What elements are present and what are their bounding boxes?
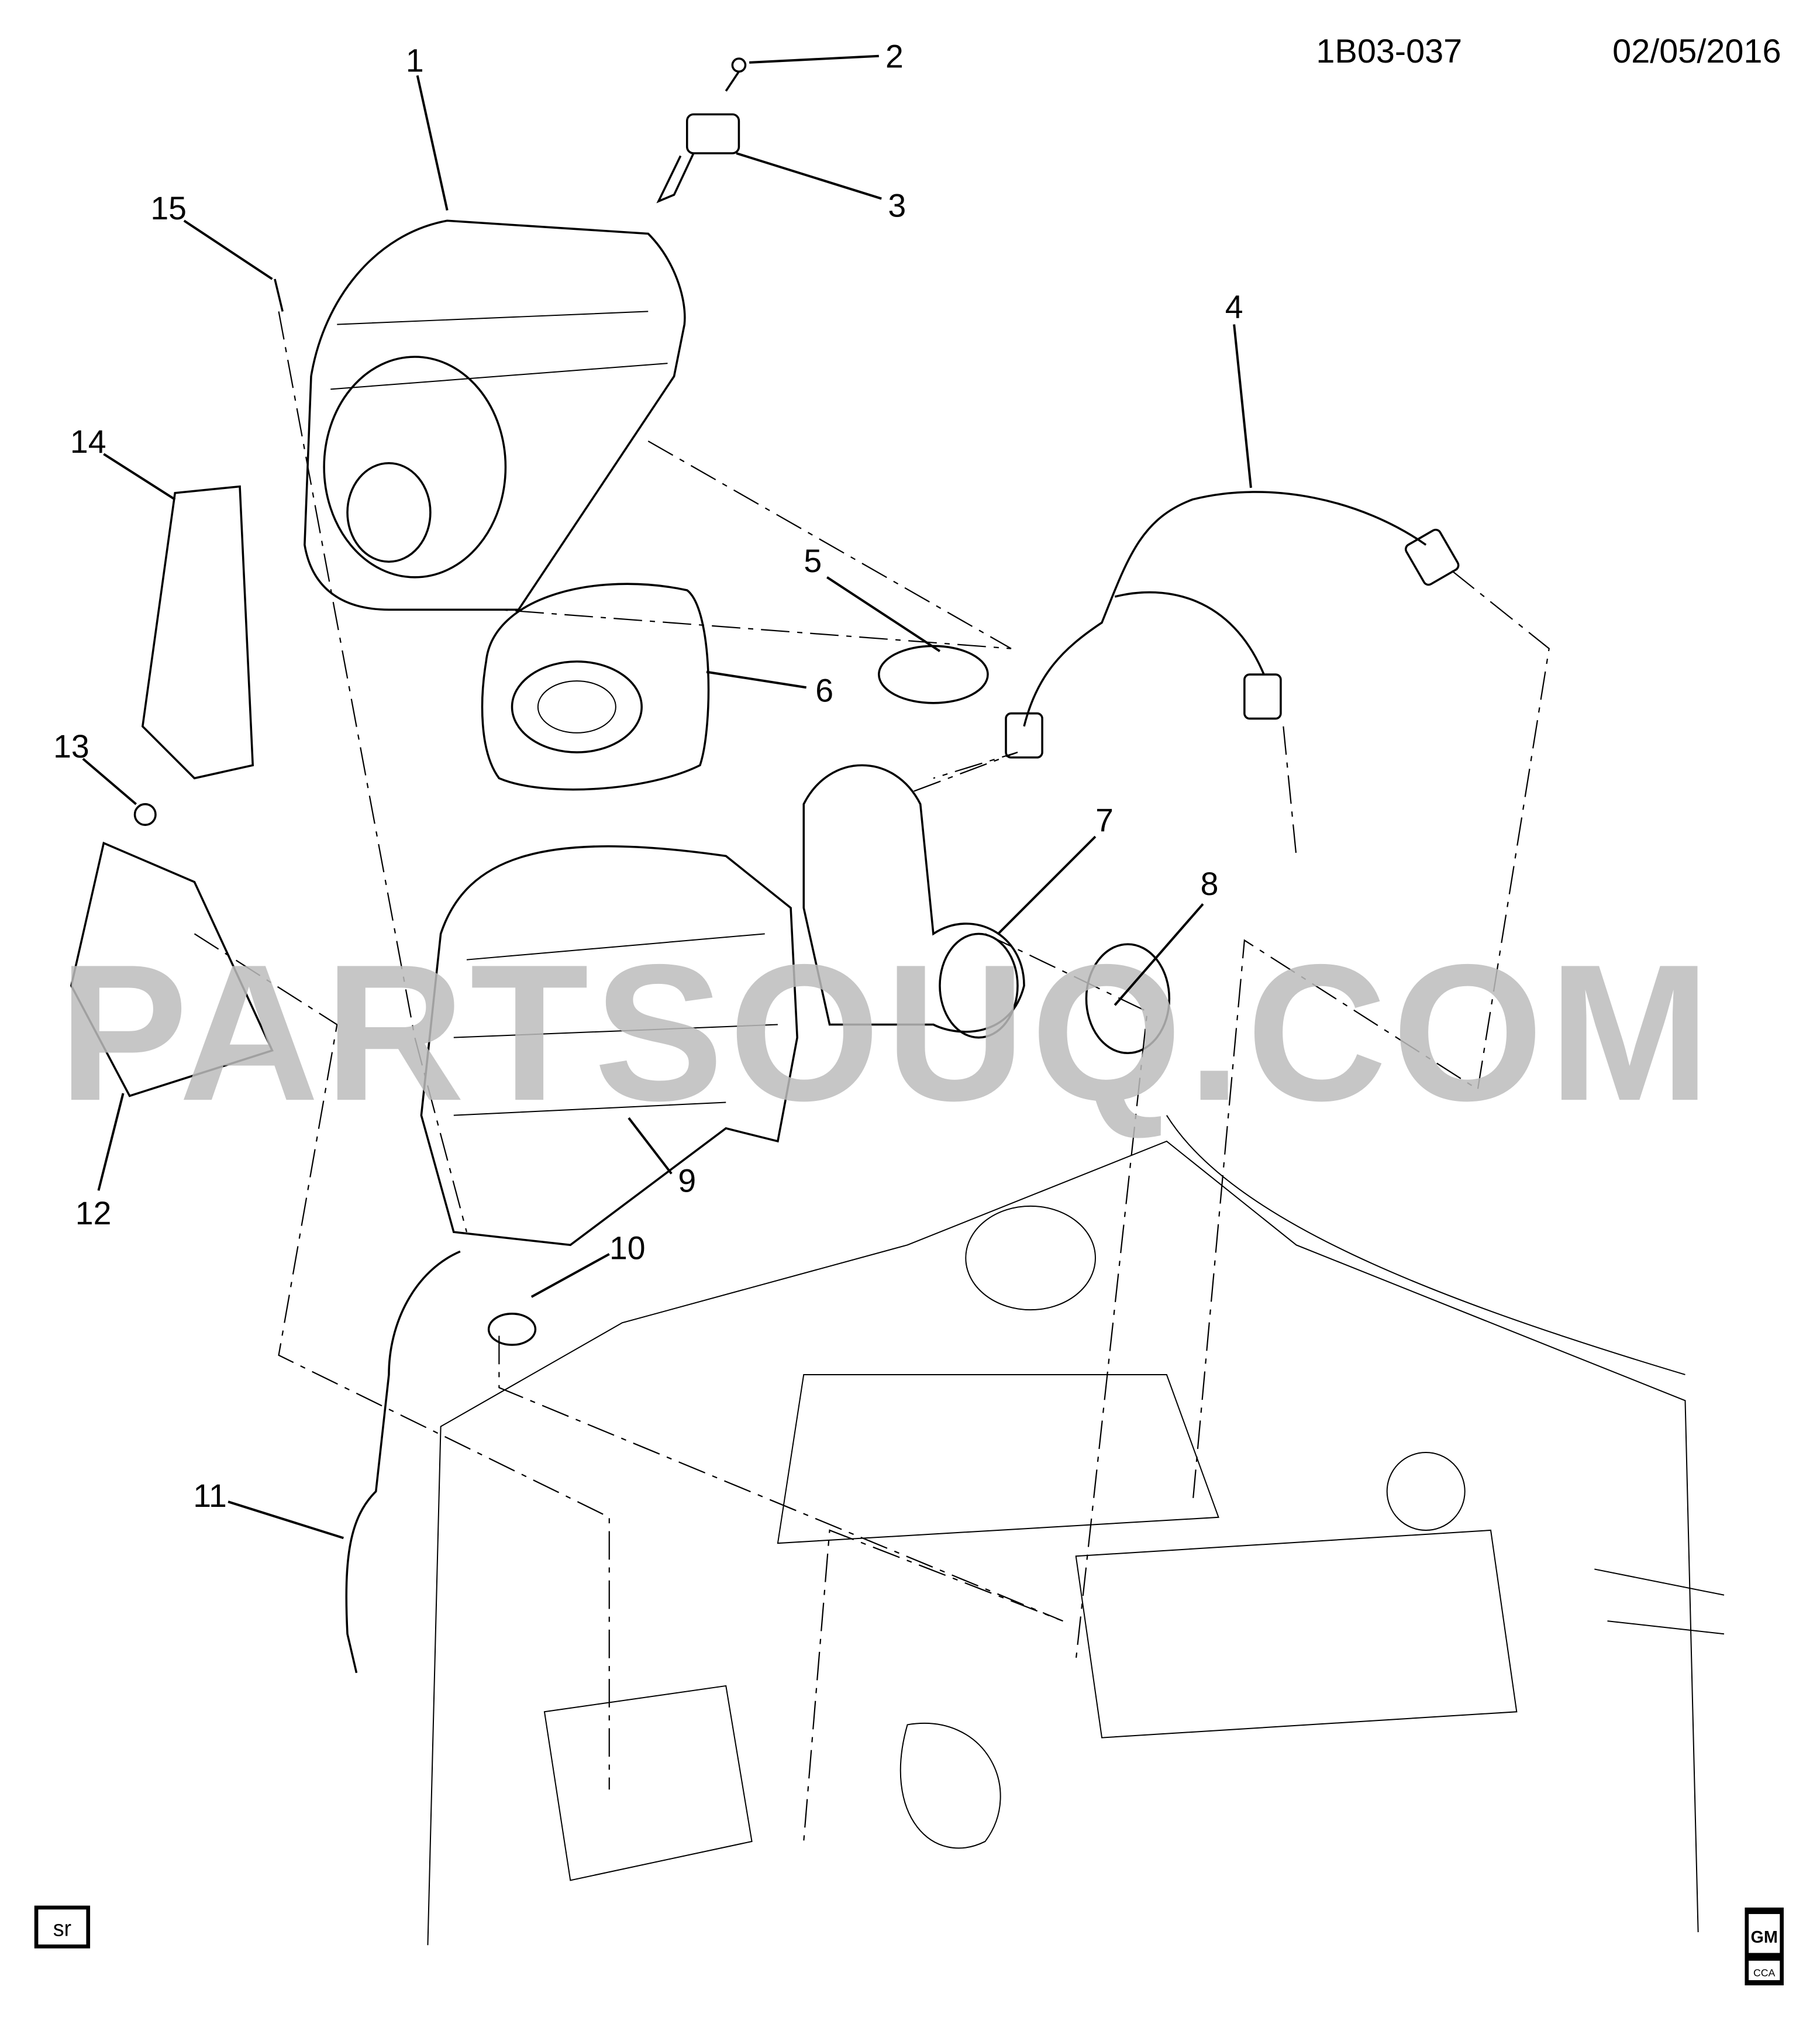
gm-logo-bottom: CCA	[1753, 1967, 1776, 1978]
part-12-duct[interactable]	[70, 841, 274, 1097]
gm-logo: GM CCA	[1745, 1907, 1784, 1985]
part-6-air-filter[interactable]	[481, 583, 710, 791]
callout-11[interactable]: 11	[193, 1478, 227, 1514]
callout-8[interactable]: 8	[1201, 866, 1219, 902]
callouts: 1 2 3 4 5 6 7 8 9 10 11 12 13 14 15	[53, 39, 1243, 1514]
callout-2[interactable]: 2	[885, 39, 904, 75]
callout-7[interactable]: 7	[1095, 802, 1114, 838]
watermark: PARTSOUQ.COM	[58, 924, 1716, 1141]
diagram-date: 02/05/2016	[1612, 33, 1781, 70]
callout-1[interactable]: 1	[406, 42, 424, 78]
phantom-lines	[194, 311, 1550, 1842]
sr-badge: sr	[34, 1905, 91, 1949]
part-5-clamp[interactable]	[878, 645, 989, 704]
part-10-grommet[interactable]	[487, 1313, 537, 1346]
callout-3[interactable]: 3	[888, 188, 906, 224]
callout-4[interactable]: 4	[1225, 289, 1243, 325]
sr-badge-label: sr	[53, 1916, 71, 1941]
part-4-wiring-harness[interactable]	[1005, 491, 1460, 759]
part-3-sensor[interactable]	[656, 113, 740, 204]
engine-bay	[427, 1115, 1725, 1946]
part-11-drain-hose[interactable]	[345, 1250, 461, 1674]
callout-15[interactable]: 15	[150, 190, 187, 226]
callout-5[interactable]: 5	[804, 543, 822, 579]
part-8-clamp[interactable]	[1085, 943, 1171, 1055]
part-9-air-cleaner-housing[interactable]	[420, 845, 798, 1247]
part-14-snorkel[interactable]	[141, 485, 254, 780]
gm-logo-top: GM	[1750, 1928, 1777, 1947]
callout-9[interactable]: 9	[678, 1162, 696, 1199]
part-15-bolt[interactable]	[274, 278, 284, 312]
callout-13[interactable]: 13	[53, 728, 89, 765]
callout-10[interactable]: 10	[609, 1230, 646, 1266]
part-2-screw[interactable]	[725, 57, 747, 92]
part-7-outlet-duct[interactable]	[802, 764, 1025, 1039]
part-1-air-cleaner-cover[interactable]	[304, 219, 686, 611]
leader-lines	[82, 54, 1252, 1540]
part-13-clip[interactable]	[133, 803, 157, 826]
callout-14[interactable]: 14	[70, 424, 106, 460]
diagram-code: 1B03-037	[1316, 33, 1462, 70]
callout-6[interactable]: 6	[815, 673, 833, 709]
callout-12[interactable]: 12	[75, 1195, 112, 1231]
